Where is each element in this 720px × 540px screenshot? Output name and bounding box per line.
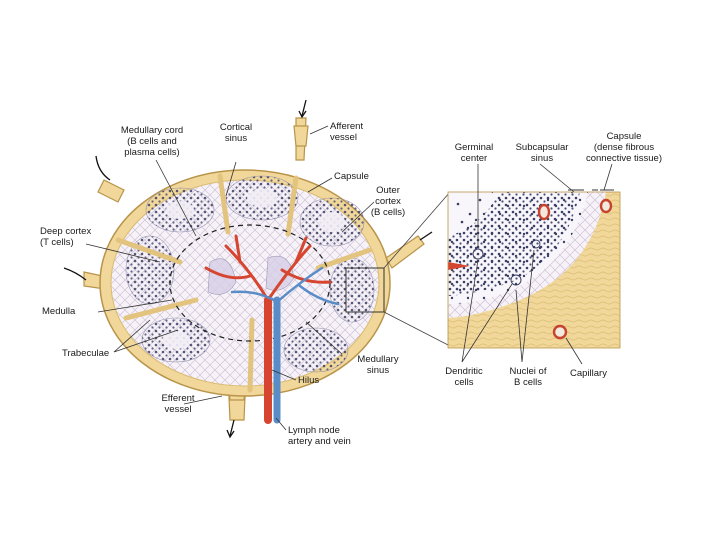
label-capillary: Capillary: [570, 368, 607, 379]
label-medulla: Medulla: [42, 306, 76, 317]
label-efferent-vessel: Efferent vessel: [161, 393, 195, 415]
label-trabeculae: Trabeculae: [62, 348, 110, 359]
label-medullary-sinus: Medullary sinus: [357, 354, 399, 376]
label-outer-cortex: Outer cortex (B cells): [370, 185, 406, 218]
label-dendritic-cells: Dendritic cells: [445, 366, 483, 388]
label-subcapsular-sinus: Subcapsular sinus: [515, 142, 569, 164]
zoom-box: [345, 267, 385, 313]
label-lymph-node-artery-vein: Lymph node artery and vein: [288, 425, 351, 447]
lymph-node-body: [99, 169, 391, 424]
label-deep-cortex: Deep cortex (T cells): [40, 226, 92, 248]
label-afferent-vessel: Afferent vessel: [330, 121, 364, 143]
leader-lines: [85, 125, 613, 431]
label-hilus: Hilus: [298, 375, 320, 386]
hilus-vessels: [204, 234, 340, 424]
label-capsule: Capsule: [334, 171, 369, 182]
trabeculae: [115, 173, 373, 393]
label-germinal-center: Germinal center: [454, 142, 494, 164]
label-nuclei-of-b-cells: Nuclei of B cells: [509, 366, 547, 388]
label-capsule-detail: Capsule (dense fibrous connective tissue…: [585, 131, 663, 164]
label-cortical-sinus: Cortical sinus: [219, 122, 253, 144]
label-medullary-cord: Medullary cord (B cells and plasma cells…: [120, 125, 184, 158]
detail-panel: [448, 192, 620, 348]
